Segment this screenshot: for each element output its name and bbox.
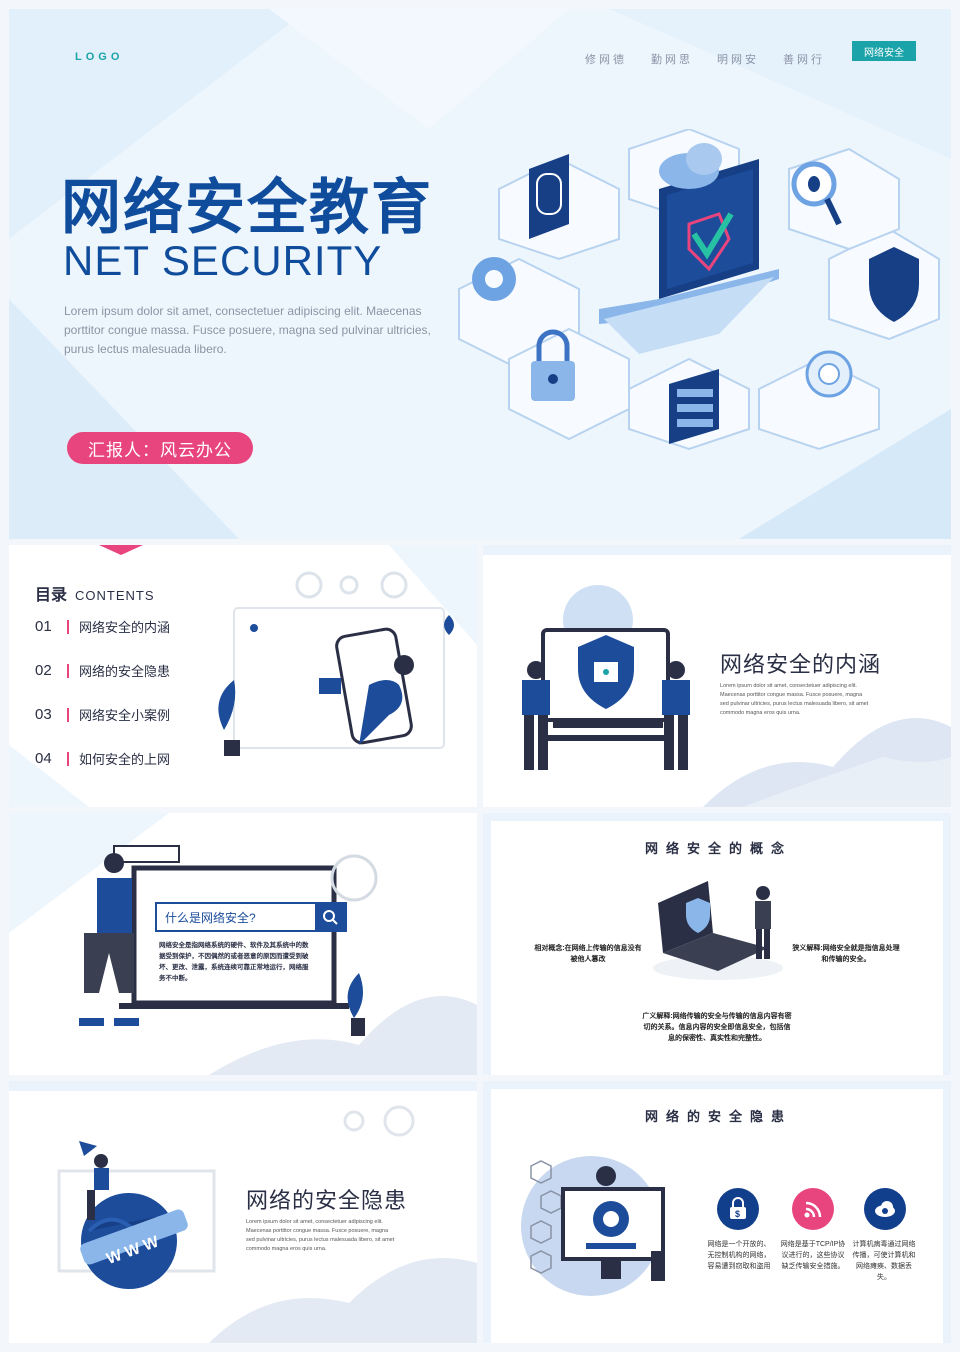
toc-item-3[interactable]: 03 网络安全小案例 <box>35 705 170 724</box>
wifi-icon <box>792 1188 834 1230</box>
hero-title-cn: 网络安全教育 <box>61 174 433 241</box>
cloud-virus-icon <box>864 1188 906 1230</box>
toc-num: 02 <box>35 662 52 679</box>
toc-item-4[interactable]: 04 如何安全的上网 <box>35 749 170 768</box>
hero-title-en: NET SECURITY <box>63 237 383 284</box>
nav-item-4[interactable]: 善网行 <box>783 54 825 66</box>
concept-right-text: 狭义解释:网络安全就是指信息处理和传输的安全。 <box>792 945 900 963</box>
search-person-illustration <box>79 845 378 1036</box>
toc-label: 网络安全的内涵 <box>79 620 171 635</box>
nav-item-1[interactable]: 修网德 <box>585 54 627 66</box>
toc-divider <box>67 707 69 722</box>
nav-active-button[interactable]: 网络安全 <box>852 41 916 61</box>
toc-item-1[interactable]: 01 网络安全的内涵 <box>35 617 170 636</box>
logo[interactable]: LOGO <box>75 51 124 63</box>
toc-num: 04 <box>35 750 52 767</box>
gear-decor-icon <box>295 571 408 599</box>
hazards-title: 网络的安全隐患 <box>645 1109 793 1124</box>
svg-text:$: $ <box>735 1209 740 1219</box>
concept-left-text: 相对概念:在网络上传输的信息没有被他人篡改 <box>534 945 642 963</box>
nav-item-2[interactable]: 勤网思 <box>651 54 693 66</box>
what-is-body: 网络安全是指网络系统的硬件、软件及其系统中的数据受到保护，不因偶然的或者恶意的原… <box>159 942 309 982</box>
section-1-paragraph: Lorem ipsum dolor sit amet, consectetuer… <box>720 683 869 716</box>
search-icon[interactable] <box>315 903 345 931</box>
padlock-icon <box>531 329 575 401</box>
laptop-guard-illustration <box>653 881 783 980</box>
nav-item-3[interactable]: 明网安 <box>717 54 759 66</box>
security-network-illustration <box>458 129 940 451</box>
hazard-text-3: 计算机病毒通过网络传播，可使计算机和网络瘫痪、数据丢失。 <box>852 1241 916 1281</box>
hazards-slide: 网络的安全隐患 $ 网络是一个开放的、无控制机构的网络，容易遭到窃取和盗用 网络… <box>483 1081 951 1343</box>
section-slide-1: 网络安全的内涵 Lorem ipsum dolor sit amet, cons… <box>483 545 951 807</box>
toc-slide: 目录 CONTENTS 01 网络安全的内涵 02 网络的安全隐患 03 网络安全小案例… <box>9 545 477 807</box>
toc-divider <box>67 619 69 634</box>
toc-label: 网络的安全隐患 <box>79 664 171 679</box>
guard-right <box>662 661 690 770</box>
toc-title-cn: 目录 <box>35 587 68 604</box>
money-lock-icon: $ <box>717 1188 759 1230</box>
phone-user-illustration <box>218 571 454 756</box>
search-bar-text: 什么是网络安全? <box>165 910 256 925</box>
toc-item-2[interactable]: 02 网络的安全隐患 <box>35 661 170 680</box>
toc-divider <box>67 751 69 766</box>
server-icon <box>669 369 719 444</box>
laptop-shield-icon <box>599 159 779 354</box>
toc-label: 网络安全小案例 <box>79 708 171 723</box>
toc-num: 03 <box>35 706 52 723</box>
concept-bottom-text: 广义解释:网络传输的安全与传输的信息内容有密切的关系。信息内容的安全即信息安全，… <box>642 1013 792 1042</box>
toc-label: 如何安全的上网 <box>79 752 171 767</box>
what-is-slide: 什么是网络安全? 网络安全是指网络系统的硬件、软件及其系统中的数据受到保护，不因… <box>9 813 477 1075</box>
fingerprint-icon <box>529 154 569 239</box>
cloud-icon <box>659 143 722 189</box>
pink-tab-marker <box>99 545 143 555</box>
concept-slide: 网络安全的概念 相对概念:在网络上传输的信息没有被他人篡改 狭义解释:网络安全就… <box>483 813 951 1075</box>
www-globe-illustration: W W W <box>57 1141 216 1289</box>
section-2-title: 网络的安全隐患 <box>246 1188 408 1213</box>
section-1-title: 网络安全的内涵 <box>720 652 882 677</box>
hazard-text-1: 网络是一个开放的、无控制机构的网络，容易遭到窃取和盗用 <box>707 1241 771 1270</box>
guard-left <box>522 661 550 770</box>
hazard-text-2: 网络是基于TCP/IP协议进行的，这些协议缺乏传输安全措施。 <box>780 1241 846 1270</box>
hero-slide: LOGO 修网德 勤网思 明网安 善网行 网络安全 网络安全教育 NET SEC… <box>9 9 951 539</box>
hero-description: Lorem ipsum dolor sit amet, consectetuer… <box>64 304 431 356</box>
shield-icon <box>869 247 919 322</box>
guarded-computer-illustration <box>522 585 690 770</box>
toc-title-en: CONTENTS <box>75 588 155 603</box>
hero-background <box>9 9 951 539</box>
toc-title: 目录 CONTENTS <box>35 581 155 605</box>
concept-title: 网络安全的概念 <box>645 841 793 856</box>
globe-decor-icon <box>330 854 378 902</box>
bug-search-icon <box>791 161 842 226</box>
toc-divider <box>67 663 69 678</box>
reporter-badge: 汇报人：风云办公 <box>67 432 253 464</box>
section-2-paragraph: Lorem ipsum dolor sit amet, consectetuer… <box>246 1219 395 1252</box>
top-nav: 修网德 勤网思 明网安 善网行 <box>585 51 825 67</box>
search-bar[interactable]: 什么是网络安全? <box>155 902 347 932</box>
hacker-monitor-illustration <box>521 1156 665 1296</box>
section-slide-2: W W W 网络的安全隐患 Lorem ipsum dolor sit amet… <box>9 1081 477 1343</box>
toc-num: 01 <box>35 618 52 635</box>
